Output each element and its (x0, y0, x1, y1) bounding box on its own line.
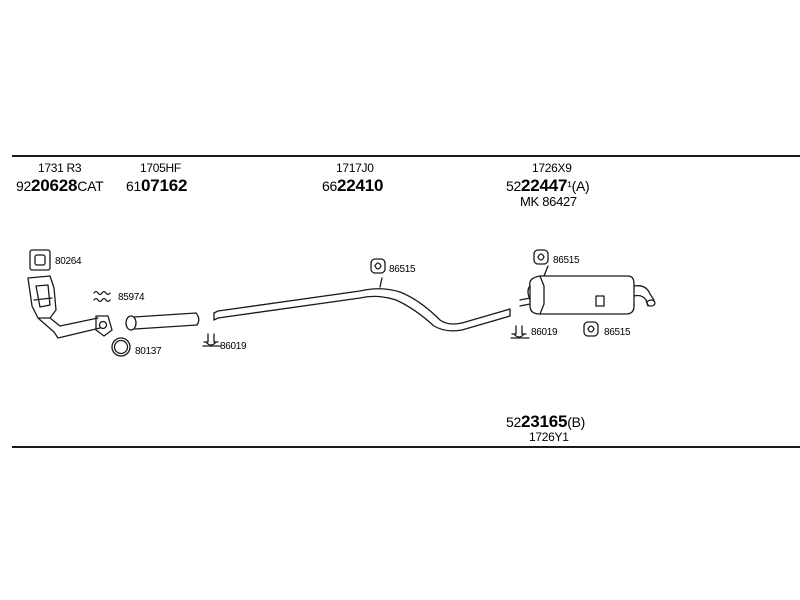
top-divider-line (12, 155, 800, 157)
callout-clamp-2: 86019 (531, 327, 558, 338)
clamp-icon[interactable] (203, 334, 221, 346)
hanger-icon[interactable] (534, 250, 548, 264)
group-2-part-number[interactable]: 6107162 (126, 176, 188, 195)
intermediate-pipe[interactable] (126, 313, 199, 330)
bottom-divider-line (12, 446, 800, 448)
group-4-ref: 1726X9 (532, 161, 572, 175)
group-3-ref: 1717J0 (336, 161, 374, 175)
hanger-icon[interactable] (584, 322, 598, 336)
group-1-ref: 1731 R3 (38, 161, 82, 175)
callout-gasket-square: 80264 (55, 256, 82, 267)
center-pipe[interactable] (214, 278, 510, 331)
clamp-icon[interactable] (511, 326, 529, 338)
rear-muffler[interactable] (520, 266, 655, 314)
group-1-part-number[interactable]: 9220628CAT (16, 176, 104, 195)
hanger-icon[interactable] (371, 259, 385, 273)
callout-hanger-mid: 86515 (389, 264, 416, 275)
callout-ring: 80137 (135, 346, 162, 357)
group-4-part-number[interactable]: 5222447¹(A) (506, 176, 590, 195)
callout-springs: 85974 (118, 292, 145, 303)
square-gasket-icon[interactable] (30, 250, 50, 270)
ring-gasket-icon[interactable] (112, 338, 130, 356)
callout-hanger-rear-bottom: 86515 (604, 327, 631, 338)
group-2-ref: 1705HF (140, 161, 181, 175)
bottom-group-part-number[interactable]: 5223165(B) (506, 412, 586, 431)
callout-hanger-rear-top: 86515 (553, 255, 580, 266)
callout-clamp-1: 86019 (220, 341, 247, 352)
group-3-part-number[interactable]: 6622410 (322, 176, 384, 195)
spring-icon[interactable] (94, 292, 110, 302)
group-4-kit-number: MK 86427 (520, 194, 577, 209)
catalytic-converter[interactable] (28, 276, 112, 338)
bottom-group-ref: 1726Y1 (529, 430, 569, 444)
